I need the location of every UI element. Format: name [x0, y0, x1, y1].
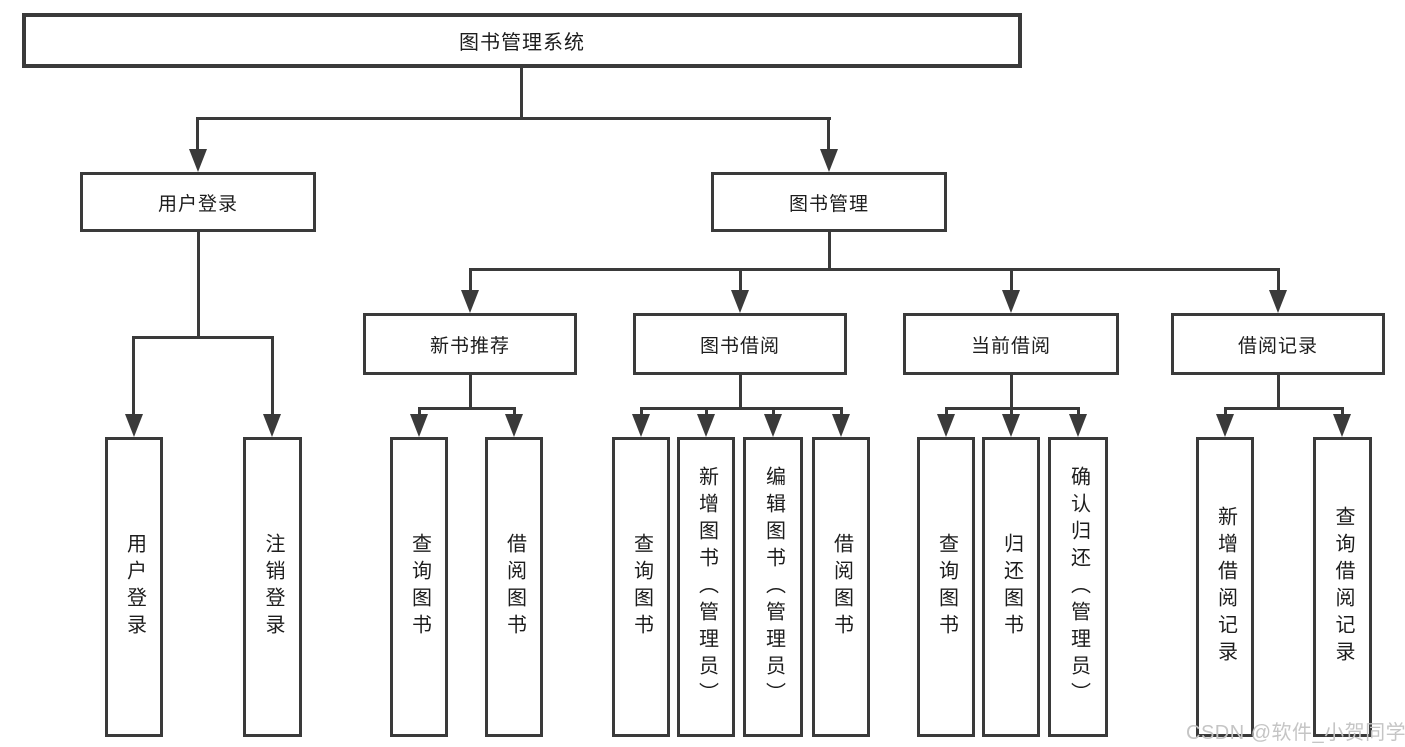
connector-level3-rail: [469, 268, 1280, 271]
connector-level2-rail: [197, 117, 831, 120]
connector-drop: [772, 407, 775, 419]
arrow-down-icon: [1216, 414, 1234, 437]
arrow-down-icon: [461, 290, 479, 313]
connector-drop: [840, 407, 843, 419]
connector-group-rail: [641, 407, 841, 410]
leaf-add-borrow-record: 新增借阅记录: [1196, 437, 1254, 737]
arrow-down-icon: [125, 414, 143, 437]
leaf-query-borrow-record: 查询借阅记录: [1313, 437, 1372, 737]
leaf-return-books: 归还图书: [982, 437, 1040, 737]
arrow-down-icon: [189, 149, 207, 172]
connector-group-stem: [469, 375, 472, 409]
connector-drop: [132, 336, 135, 418]
arrow-down-icon: [263, 414, 281, 437]
arrow-down-icon: [1002, 290, 1020, 313]
connector-group-stem: [739, 375, 742, 409]
connector-drop: [1077, 407, 1080, 419]
node-user-login: 用户登录: [80, 172, 316, 232]
arrow-down-icon: [1333, 414, 1351, 437]
arrow-down-icon: [505, 414, 523, 437]
connector-group-rail: [419, 407, 515, 410]
connector-user-login-drop: [196, 117, 199, 153]
leaf-query-books-current: 查询图书: [917, 437, 975, 737]
connector-drop: [513, 407, 516, 419]
leaf-edit-books-admin: 编辑图书（管理员）: [743, 437, 803, 737]
connector-user-login-rail: [133, 336, 274, 339]
arrow-down-icon: [937, 414, 955, 437]
arrow-down-icon: [410, 414, 428, 437]
connector-book-mgmt-drop: [827, 117, 830, 153]
leaf-borrow-books: 借阅图书: [812, 437, 870, 737]
leaf-query-books-recommend: 查询图书: [390, 437, 448, 737]
connector-drop: [1341, 407, 1344, 419]
leaf-user-login: 用户登录: [105, 437, 163, 737]
leaf-query-books-borrow: 查询图书: [612, 437, 670, 737]
leaf-confirm-return-admin: 确认归还（管理员）: [1048, 437, 1108, 737]
connector-drop: [1010, 407, 1013, 419]
connector-drop: [1277, 268, 1280, 293]
arrow-down-icon: [1269, 290, 1287, 313]
connector-drop: [1224, 407, 1227, 419]
connector-group-stem: [1010, 375, 1013, 409]
leaf-logout: 注销登录: [243, 437, 302, 737]
connector-drop: [469, 268, 472, 293]
node-borrow-records: 借阅记录: [1171, 313, 1385, 375]
node-book-management: 图书管理: [711, 172, 947, 232]
arrow-down-icon: [731, 290, 749, 313]
connector-group-stem: [1277, 375, 1280, 409]
arrow-down-icon: [1069, 414, 1087, 437]
connector-drop: [1010, 268, 1013, 293]
leaf-add-books-admin: 新增图书（管理员）: [677, 437, 735, 737]
leaf-borrow-books-recommend: 借阅图书: [485, 437, 543, 737]
connector-drop: [945, 407, 948, 419]
arrow-down-icon: [632, 414, 650, 437]
node-new-book-recommend: 新书推荐: [363, 313, 577, 375]
arrow-down-icon: [820, 149, 838, 172]
connector-group-rail: [1225, 407, 1343, 410]
node-library-system: 图书管理系统: [22, 13, 1022, 68]
arrow-down-icon: [1002, 414, 1020, 437]
connector-drop: [705, 407, 708, 419]
connector-drop: [418, 407, 421, 419]
connector-drop: [640, 407, 643, 419]
connector-drop: [271, 336, 274, 418]
node-current-borrow: 当前借阅: [903, 313, 1119, 375]
arrow-down-icon: [832, 414, 850, 437]
arrow-down-icon: [764, 414, 782, 437]
arrow-down-icon: [697, 414, 715, 437]
connector-book-mgmt-stem: [828, 232, 831, 270]
connector-root-stem: [520, 68, 523, 119]
connector-drop: [739, 268, 742, 293]
connector-user-login-stem: [197, 232, 200, 338]
csdn-watermark: CSDN @软件_小贺同学: [1186, 722, 1405, 744]
node-book-borrow: 图书借阅: [633, 313, 847, 375]
